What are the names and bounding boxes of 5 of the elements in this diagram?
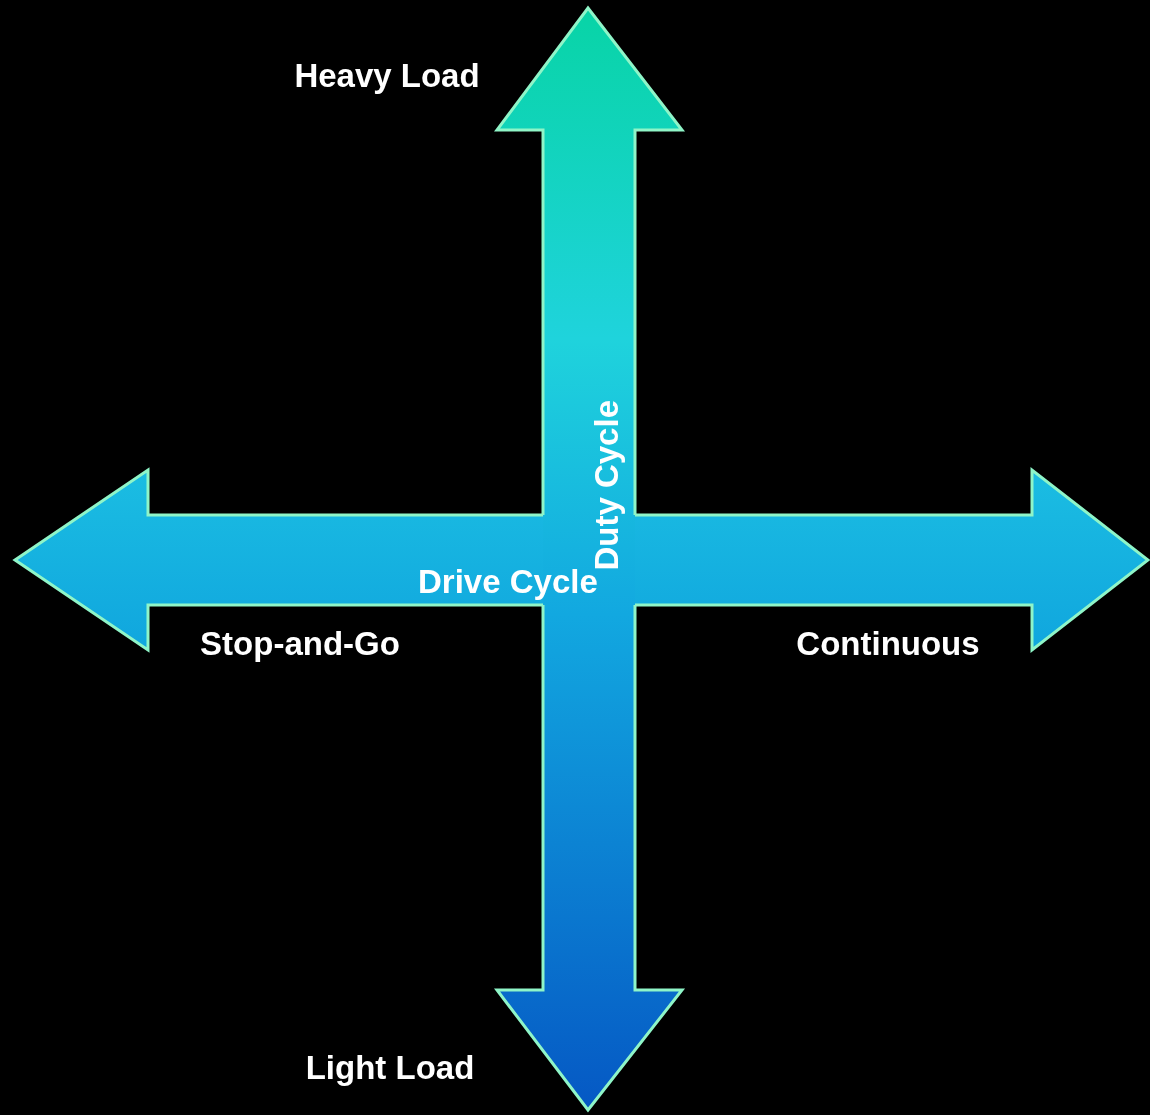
axis-title: Duty Cycle <box>590 400 623 571</box>
axis-end-label: Light Load <box>305 1050 475 1084</box>
axis-end-label: Stop-and-Go <box>200 626 400 660</box>
axis-end-label: Continuous <box>796 626 980 660</box>
axis-end-label: Heavy Load <box>294 58 480 92</box>
